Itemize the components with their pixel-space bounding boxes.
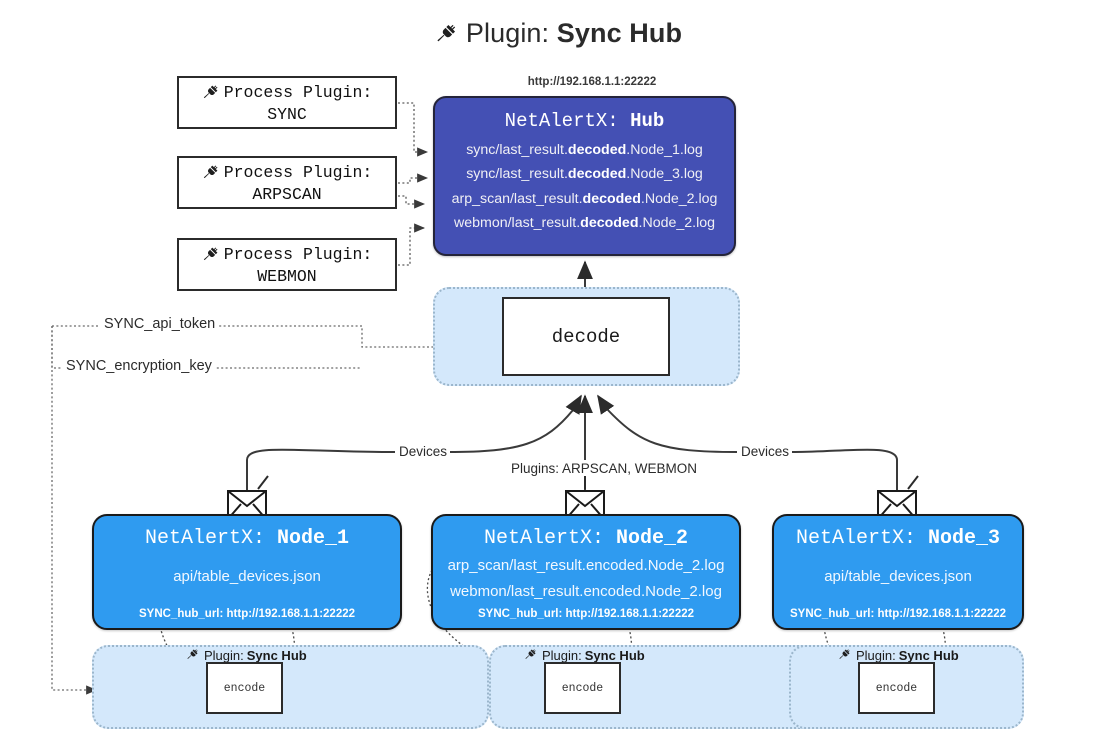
log-emphasis: decoded xyxy=(567,166,627,183)
log-pre: webmon/last_result. xyxy=(453,215,581,232)
node-footer: SYNC_hub_url: http://192.168.1.1:22222 xyxy=(477,608,695,620)
title-name: Sync Hub xyxy=(556,18,683,48)
log-post: .Node_2.log xyxy=(638,215,716,232)
log-post: .Node_3.log xyxy=(626,166,703,183)
edge-label-plugins-center: Plugins: ARPSCAN, WEBMON xyxy=(508,461,701,476)
log-emphasis: decoded xyxy=(582,190,641,207)
node-line: api/table_devices.json xyxy=(173,568,321,585)
node-title: NetAlertX: Node_2 xyxy=(433,527,739,550)
encoder-container-node1 xyxy=(92,645,489,729)
node-title-prefix: NetAlertX: xyxy=(483,527,604,550)
plug-icon xyxy=(202,243,222,268)
node-lines: api/table_devices.json xyxy=(774,564,1022,590)
encoder-plugin-label: Plugin: Sync Hub xyxy=(186,646,307,664)
hub-log-row: sync/last_result.decoded.Node_3.log xyxy=(435,162,734,186)
encode-box-node2[interactable]: encode xyxy=(544,662,621,714)
hub-log-list: sync/last_result.decoded.Node_1.log sync… xyxy=(435,138,734,236)
hub-node[interactable]: NetAlertX: Hub sync/last_result.decoded.… xyxy=(433,96,736,256)
encoder-label-prefix: Plugin: xyxy=(542,647,582,663)
process-plugin-line1: Process Plugin: xyxy=(223,245,373,265)
hub-title-prefix: NetAlertX: xyxy=(504,110,619,132)
log-pre: arp_scan/last_result. xyxy=(451,190,583,207)
log-pre: sync/last_result. xyxy=(466,142,568,158)
log-emphasis: decoded xyxy=(567,142,627,158)
process-plugin-line1: Process Plugin: xyxy=(223,83,373,103)
encode-box-node1[interactable]: encode xyxy=(206,662,283,714)
node-title-name: Node_1 xyxy=(277,527,350,550)
node-footer: SYNC_hub_url: http://192.168.1.1:22222 xyxy=(138,608,356,620)
title-prefix: Plugin: xyxy=(465,18,550,48)
config-key-encryption-key: SYNC_encryption_key xyxy=(62,358,216,374)
hub-log-row: webmon/last_result.decoded.Node_2.log xyxy=(435,211,734,235)
process-plugin-sync[interactable]: Process Plugin: SYNC xyxy=(177,76,397,129)
log-post: .Node_1.log xyxy=(626,142,703,158)
plug-icon xyxy=(435,19,461,52)
node-title-name: Node_2 xyxy=(616,527,689,550)
encoder-plugin-label: Plugin: Sync Hub xyxy=(524,646,645,664)
encoder-label-name: Sync Hub xyxy=(898,647,959,663)
encoder-label-name: Sync Hub xyxy=(584,647,645,663)
plug-icon xyxy=(524,646,539,664)
process-plugin-line1: Process Plugin: xyxy=(223,163,373,183)
node-line: api/table_devices.json xyxy=(824,568,972,585)
process-plugin-arpscan[interactable]: Process Plugin: ARPSCAN xyxy=(177,156,397,209)
node-title-prefix: NetAlertX: xyxy=(144,527,265,550)
plug-icon xyxy=(202,161,222,186)
node-card-node2[interactable]: NetAlertX: Node_2 arp_scan/last_result.e… xyxy=(431,514,741,630)
encoder-label-prefix: Plugin: xyxy=(204,647,244,663)
encoder-plugin-label: Plugin: Sync Hub xyxy=(838,646,959,664)
node-line: webmon/last_result.encoded.Node_2.log xyxy=(450,583,722,601)
hub-title-name: Hub xyxy=(630,110,665,132)
decode-box[interactable]: decode xyxy=(502,297,670,376)
hub-title: NetAlertX: Hub xyxy=(435,110,734,132)
config-key-api-token: SYNC_api_token xyxy=(100,316,220,332)
node-line: arp_scan/last_result.encoded.Node_2.log xyxy=(447,557,725,574)
node-title: NetAlertX: Node_1 xyxy=(94,527,400,550)
node-title-prefix: NetAlertX: xyxy=(795,527,916,550)
page-title: Plugin: Sync Hub xyxy=(0,18,1117,52)
log-pre: sync/last_result. xyxy=(466,166,568,183)
hub-url-label: http://192.168.1.1:22222 xyxy=(527,76,657,88)
edge-label-devices-right: Devices xyxy=(738,444,793,459)
encode-box-node3[interactable]: encode xyxy=(858,662,935,714)
plug-icon xyxy=(838,646,853,664)
node-title: NetAlertX: Node_3 xyxy=(774,527,1022,550)
process-plugin-webmon[interactable]: Process Plugin: WEBMON xyxy=(177,238,397,291)
encoder-label-prefix: Plugin: xyxy=(856,647,896,663)
node-lines: arp_scan/last_result.encoded.Node_2.log … xyxy=(433,553,739,606)
edge-label-devices-left: Devices xyxy=(396,444,451,459)
process-plugin-line2: ARPSCAN xyxy=(252,185,322,204)
hub-log-row: sync/last_result.decoded.Node_1.log xyxy=(435,138,734,162)
node-card-node3[interactable]: NetAlertX: Node_3 api/table_devices.json… xyxy=(772,514,1024,630)
process-plugin-line2: WEBMON xyxy=(257,267,317,286)
node-card-node1[interactable]: NetAlertX: Node_1 api/table_devices.json… xyxy=(92,514,402,630)
process-plugin-line2: SYNC xyxy=(267,105,307,124)
log-emphasis: decoded xyxy=(580,215,639,232)
plug-icon xyxy=(202,81,222,106)
hub-log-row: arp_scan/last_result.decoded.Node_2.log xyxy=(435,187,734,211)
encoder-label-name: Sync Hub xyxy=(246,647,307,663)
plug-icon xyxy=(186,646,201,664)
log-post: .Node_2.log xyxy=(640,190,718,207)
node-footer: SYNC_hub_url: http://192.168.1.1:22222 xyxy=(789,608,1007,620)
node-title-name: Node_3 xyxy=(928,527,1001,550)
node-lines: api/table_devices.json xyxy=(94,564,400,590)
